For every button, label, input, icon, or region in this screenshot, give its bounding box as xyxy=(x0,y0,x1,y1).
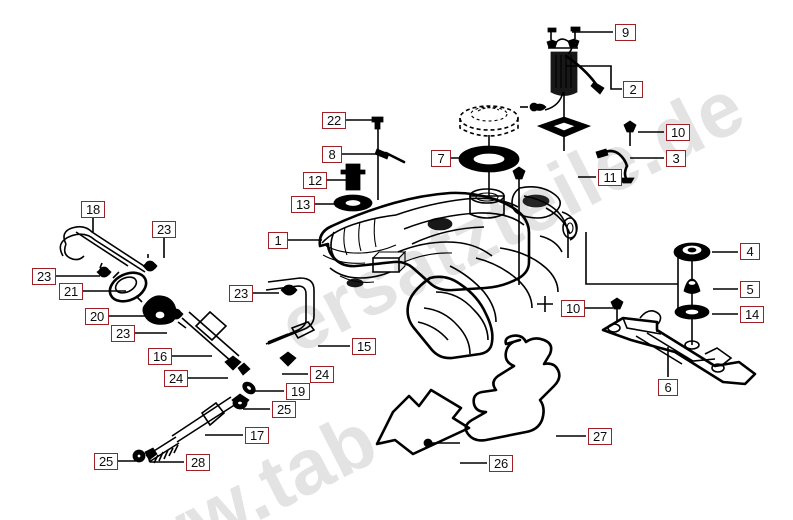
callout-6[interactable]: 6 xyxy=(658,379,678,396)
part-13-seal-washer xyxy=(333,194,373,212)
part-28-spring-protector xyxy=(144,436,180,464)
callout-7[interactable]: 7 xyxy=(431,150,451,167)
callout-2[interactable]: 2 xyxy=(623,81,643,98)
part-27-heat-shield-large xyxy=(464,296,561,442)
callout-5[interactable]: 5 xyxy=(740,281,760,298)
part-6-mounting-bracket xyxy=(601,310,757,386)
part-4-5-14-mount-stack xyxy=(673,242,711,345)
callout-1[interactable]: 1 xyxy=(268,232,288,249)
part-8-stud-rod xyxy=(374,148,406,200)
part-16-fuel-line-upper xyxy=(181,310,240,363)
part-24-line-clips xyxy=(224,351,297,376)
part-7-filler-cap xyxy=(458,105,520,196)
callout-10-lower[interactable]: 10 xyxy=(561,300,585,317)
part-21-connector-ring xyxy=(108,271,148,303)
part-19-union-fitting xyxy=(242,381,256,395)
part-9-fuel-pump-assembly xyxy=(520,26,605,126)
callout-25-b[interactable]: 25 xyxy=(94,453,118,470)
callout-18[interactable]: 18 xyxy=(81,201,105,218)
callout-23-a[interactable]: 23 xyxy=(152,221,176,238)
callout-20[interactable]: 20 xyxy=(85,308,109,325)
callout-21[interactable]: 21 xyxy=(59,283,83,300)
callout-16[interactable]: 16 xyxy=(148,348,172,365)
callout-22[interactable]: 22 xyxy=(322,112,346,129)
callout-27[interactable]: 27 xyxy=(588,428,612,445)
callout-23-c[interactable]: 23 xyxy=(229,285,253,302)
callout-26[interactable]: 26 xyxy=(489,455,513,472)
callout-24-a[interactable]: 24 xyxy=(164,370,188,387)
callout-10-upper[interactable]: 10 xyxy=(666,124,690,141)
part-12-flange-bolt xyxy=(340,163,366,191)
callout-25-a[interactable]: 25 xyxy=(272,401,296,418)
callout-12[interactable]: 12 xyxy=(303,172,327,189)
callout-8[interactable]: 8 xyxy=(322,146,342,163)
callout-23-d[interactable]: 23 xyxy=(111,325,135,342)
part-20-check-valve xyxy=(135,295,187,329)
callout-28[interactable]: 28 xyxy=(186,454,210,471)
callout-13[interactable]: 13 xyxy=(291,196,315,213)
part-22-bolt xyxy=(371,116,384,150)
callout-4[interactable]: 4 xyxy=(740,243,760,260)
part-2-pump-gasket xyxy=(536,116,592,151)
part-10-lower-clip xyxy=(610,297,624,322)
callout-3[interactable]: 3 xyxy=(666,150,686,167)
part-17-fuel-line-lower xyxy=(171,396,237,443)
part-10-clip-and-part-3-bracket xyxy=(595,120,637,184)
part-25-retainer-clips xyxy=(132,393,250,463)
part-1-fuel-tank xyxy=(318,186,578,360)
callout-11[interactable]: 11 xyxy=(598,169,622,186)
callout-9[interactable]: 9 xyxy=(615,24,636,41)
callout-17[interactable]: 17 xyxy=(245,427,269,444)
callout-14[interactable]: 14 xyxy=(740,306,764,323)
callout-24-b[interactable]: 24 xyxy=(310,366,334,383)
callout-15[interactable]: 15 xyxy=(352,338,376,355)
callout-19[interactable]: 19 xyxy=(286,383,310,400)
callout-23-b[interactable]: 23 xyxy=(32,268,56,285)
part-11-screw xyxy=(512,166,526,285)
part-15-fuel-line-rigid xyxy=(265,277,316,345)
part-18-fuel-hose xyxy=(59,225,146,273)
part-26-heat-shield-small xyxy=(375,388,471,456)
